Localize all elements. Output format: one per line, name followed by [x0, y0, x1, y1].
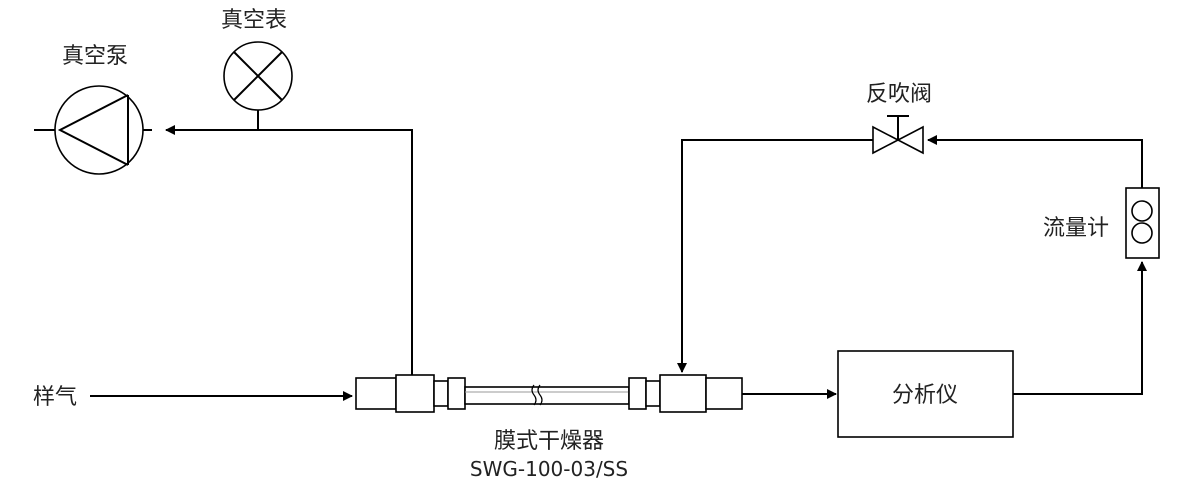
analyzer-label: 分析仪 [892, 383, 958, 408]
membrane-dryer-icon [355, 374, 743, 413]
analyzer-to-flowmeter-line [1013, 261, 1147, 395]
vacuum-gauge-icon [223, 41, 293, 130]
backflush-valve-icon [872, 115, 924, 155]
vacuum-pump-icon [34, 85, 152, 175]
vacuum-line [165, 125, 413, 376]
vacuum-pump-label: 真空泵 [62, 44, 128, 69]
flowmeter-label: 流量计 [1043, 216, 1109, 241]
sample-gas-label: 样气 [33, 385, 77, 410]
flowmeter-to-valve-line [927, 135, 1143, 188]
dryer-model-label: SWG-100-03/SS [470, 457, 628, 481]
valve-to-dryer-line [677, 139, 873, 373]
vacuum-gauge-label: 真空表 [221, 8, 287, 33]
analyzer-box [837, 350, 1014, 438]
dryer-name-label: 膜式干燥器 [494, 429, 604, 454]
flowmeter-icon [1125, 187, 1160, 259]
backflush-valve-label: 反吹阀 [866, 82, 932, 107]
